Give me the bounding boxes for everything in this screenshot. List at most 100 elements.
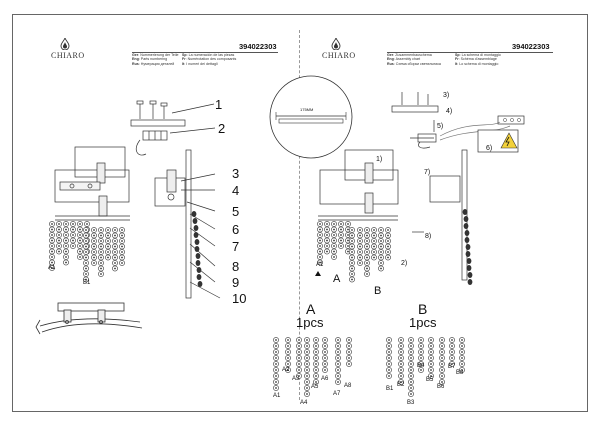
left-header-rule xyxy=(132,52,278,53)
crystal-bead xyxy=(345,342,353,350)
crystal-bead xyxy=(321,348,329,356)
part-number-6: 6 xyxy=(232,222,239,237)
crystal-bead xyxy=(118,248,126,256)
crystal-bead xyxy=(458,348,466,356)
crystal-bead xyxy=(316,231,324,239)
crystal-bead xyxy=(363,248,371,256)
crystal-bead xyxy=(303,384,311,392)
crystal-bead xyxy=(407,336,415,344)
right-header-rule xyxy=(387,52,553,53)
chiaro-logo-drop-icon xyxy=(331,38,341,50)
crystal-bead xyxy=(397,354,405,362)
crystal-bead xyxy=(104,237,112,245)
mounting-bar-part xyxy=(130,119,186,127)
zoom-circle: 175MM xyxy=(269,75,353,159)
left-parts-exploded-view xyxy=(54,100,221,299)
left-header-langs-right: Sp: La numeración de las piezas Fr: Numé… xyxy=(182,53,237,66)
crystal-bead xyxy=(48,248,56,255)
crystal-bead xyxy=(377,248,385,256)
crystal-bead xyxy=(397,336,405,344)
crystal-bead xyxy=(303,390,311,398)
crystal-bead xyxy=(356,232,364,239)
crystal-bead xyxy=(69,237,77,244)
crystal-bead xyxy=(82,254,90,261)
crystal-bead xyxy=(104,243,112,250)
crystal-bead xyxy=(348,254,356,261)
crystal-bead xyxy=(458,342,466,350)
crystal-bead xyxy=(272,378,280,386)
crystal-bead xyxy=(348,226,356,234)
crystal-bead xyxy=(62,248,70,255)
right-header-langs-right: Sp: La schema di montaggio Fr: Schéma d'… xyxy=(455,53,501,66)
crystal-bead xyxy=(385,336,393,344)
crystal-bead xyxy=(337,231,345,239)
crystal-bead xyxy=(284,336,292,344)
left-front-bead-strings xyxy=(48,220,126,283)
side-view-chain xyxy=(191,211,203,287)
set-b-bead-strings xyxy=(385,336,466,398)
crystal-bead xyxy=(82,237,90,245)
crystal-bead xyxy=(334,372,342,380)
crystal-bead xyxy=(97,237,105,245)
crystal-bead xyxy=(111,232,119,239)
crystal-bead xyxy=(62,226,70,233)
step-label-4: 4) xyxy=(446,108,452,115)
set-a-label-a8: A8 xyxy=(344,383,352,389)
crystal-bead xyxy=(458,360,466,368)
crystal-bead xyxy=(334,348,342,356)
set-a-label-a3: A3 xyxy=(292,376,300,382)
chiaro-logo-drop-icon xyxy=(60,38,70,50)
crystal-bead xyxy=(118,237,126,245)
crystal-bead xyxy=(321,366,329,374)
crystal-bead xyxy=(272,348,280,356)
crystal-bead xyxy=(97,232,105,239)
crystal-bead xyxy=(356,226,364,234)
crystal-bead xyxy=(90,259,98,267)
crystal-bead xyxy=(397,372,405,380)
crystal-bead xyxy=(312,342,320,350)
part-number-10: 10 xyxy=(232,291,246,306)
crystal-bead xyxy=(345,354,353,362)
crystal-bead xyxy=(111,226,119,234)
crystal-bead xyxy=(363,232,371,239)
crystal-bead xyxy=(69,231,77,239)
crystal-bead xyxy=(303,378,311,386)
step-label-8: 8) xyxy=(425,233,431,240)
crystal-bead xyxy=(90,237,98,245)
set-b-label-b5: B5 xyxy=(426,377,434,383)
crystal-bead xyxy=(303,372,311,380)
crystal-bead xyxy=(417,336,425,344)
crystal-bead xyxy=(363,270,371,278)
crystal-bead xyxy=(76,242,84,250)
crystal-bead xyxy=(345,348,353,356)
crystal-bead xyxy=(55,226,63,233)
crystal-bead xyxy=(62,231,70,239)
crystal-bead xyxy=(407,378,415,386)
part-number-8: 8 xyxy=(232,259,239,274)
crystal-bead xyxy=(316,242,324,250)
left-brand-name: CHIARO xyxy=(51,51,85,60)
crystal-bead xyxy=(97,254,105,261)
crystal-bead xyxy=(90,254,98,261)
step-label-1: 1) xyxy=(376,156,382,163)
crystal-bead xyxy=(90,248,98,256)
crystal-bead xyxy=(323,220,331,228)
crystal-bead xyxy=(312,360,320,368)
pendant-label-a1: A1 xyxy=(48,265,56,271)
crystal-bead xyxy=(348,276,356,283)
crystal-bead xyxy=(82,265,90,272)
crystal-bead xyxy=(82,259,90,267)
crystal-bead xyxy=(344,220,352,228)
crystal-bead xyxy=(448,342,456,350)
crystal-bead xyxy=(316,248,324,255)
crystal-bead xyxy=(55,248,63,255)
crystal-bead xyxy=(303,342,311,350)
crystal-bead xyxy=(303,348,311,356)
crystal-bead xyxy=(385,342,393,350)
set-b-count: 1pcs xyxy=(409,315,437,330)
crystal-bead xyxy=(97,265,105,272)
crystal-bead xyxy=(111,259,119,267)
crystal-bead xyxy=(48,226,56,233)
crystal-bead xyxy=(356,254,364,261)
crystal-bead xyxy=(323,248,331,255)
